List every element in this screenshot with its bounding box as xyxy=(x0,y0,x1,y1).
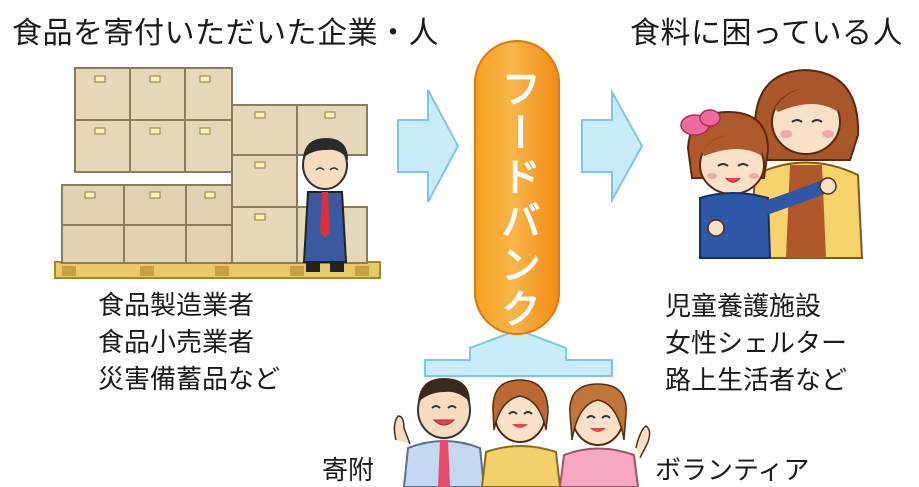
cardboard-boxes-illustration xyxy=(54,67,381,279)
arrow-right-from-foodbank xyxy=(581,88,644,204)
recipient-item: 児童養護施設 xyxy=(665,292,822,322)
recipient-item: 女性シェルター xyxy=(665,329,848,359)
donor-item: 災害備蓄品など xyxy=(98,365,281,395)
recipients-heading: 食料に困っている人 xyxy=(630,16,903,51)
mother-child-hug-illustration xyxy=(680,68,864,259)
donor-list: 食品製造業者 食品小売業者 災害備蓄品など xyxy=(98,288,280,399)
arrow-right-to-foodbank xyxy=(397,89,460,203)
donation-label: 寄附 xyxy=(322,456,375,486)
arrow-up-to-foodbank xyxy=(424,328,613,377)
volunteer-label: ボランティア xyxy=(655,456,810,486)
donor-item: 食品小売業者 xyxy=(98,328,255,358)
foodbank-pill: フードバンク xyxy=(474,40,560,335)
recipient-list: 児童養護施設 女性シェルター 路上生活者など xyxy=(665,289,847,400)
recipient-item: 路上生活者など xyxy=(665,366,848,396)
donor-item: 食品製造業者 xyxy=(98,291,255,321)
foodbank-label: フードバンク xyxy=(494,68,540,332)
worried-man-illustration xyxy=(302,138,348,272)
donors-heading: 食品を寄付いただいた企業・人 xyxy=(12,16,439,51)
volunteers-illustration xyxy=(393,378,651,487)
